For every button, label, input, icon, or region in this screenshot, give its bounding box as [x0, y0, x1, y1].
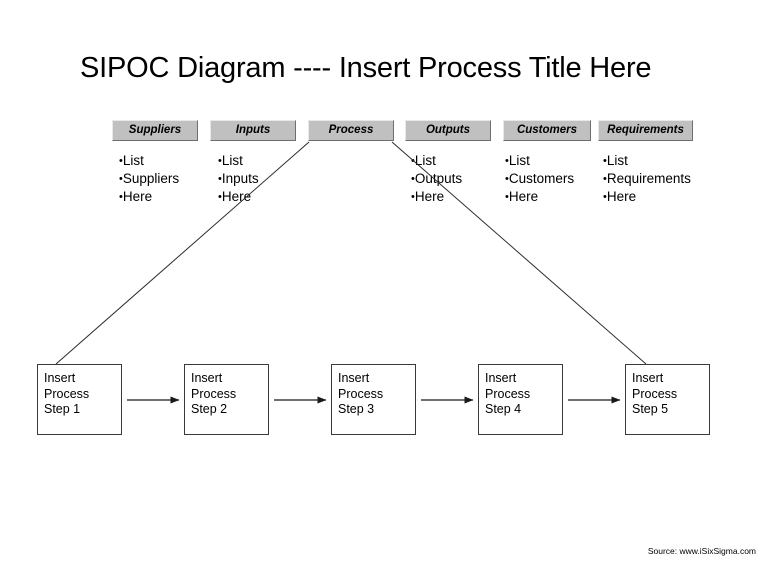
bullet-item-label: Here	[508, 189, 539, 204]
column-header-label: Suppliers	[128, 123, 182, 136]
process-step-box[interactable]: Insert Process Step 5	[625, 364, 710, 435]
process-step-label: Insert Process Step 2	[191, 371, 237, 416]
column-header-suppliers[interactable]: Suppliers	[112, 120, 198, 141]
column-list-requirements[interactable]: •List•Requirements•Here	[603, 152, 691, 206]
process-step-label: Insert Process Step 5	[632, 371, 678, 416]
bullet-item-label: List	[606, 153, 628, 168]
column-header-requirements[interactable]: Requirements	[598, 120, 693, 141]
bullet-item: •Outputs	[411, 170, 506, 188]
bullet-item-label: Here	[414, 189, 445, 204]
bullet-item: •List	[119, 152, 214, 170]
bullet-item: •List	[603, 152, 679, 170]
column-header-outputs[interactable]: Outputs	[405, 120, 491, 141]
bullet-item: •Customers	[505, 170, 600, 188]
column-list-outputs[interactable]: •List•Outputs•Here	[411, 152, 506, 206]
bullet-item: •List	[411, 152, 506, 170]
column-header-inputs[interactable]: Inputs	[210, 120, 296, 141]
bullet-item: •Here	[119, 188, 214, 206]
bullet-item-label: List	[414, 153, 436, 168]
process-step-label: Insert Process Step 3	[338, 371, 384, 416]
bullet-item: •Here	[218, 188, 313, 206]
bullet-item-label: Inputs	[221, 171, 259, 186]
process-step-box[interactable]: Insert Process Step 3	[331, 364, 416, 435]
bullet-item-label: Requirements	[606, 171, 691, 186]
column-header-label: Requirements	[607, 123, 684, 136]
bullet-item-label: List	[221, 153, 243, 168]
bullet-item-label: Outputs	[414, 171, 463, 186]
page-title: SIPOC Diagram ---- Insert Process Title …	[80, 52, 652, 84]
column-header-label: Inputs	[235, 123, 271, 136]
bullet-item: •List	[505, 152, 600, 170]
bullet-item-label: Here	[221, 189, 252, 204]
bullet-item-label: Suppliers	[122, 171, 180, 186]
bullet-item-label: Customers	[508, 171, 575, 186]
process-step-box[interactable]: Insert Process Step 2	[184, 364, 269, 435]
process-step-label: Insert Process Step 4	[485, 371, 531, 416]
bullet-item: •Here	[603, 188, 679, 206]
source-credit: Source: www.iSixSigma.com	[647, 546, 756, 556]
column-header-process[interactable]: Process	[308, 120, 394, 141]
bullet-item: •Inputs	[218, 170, 313, 188]
bullet-item: •Suppliers	[119, 170, 214, 188]
column-header-label: Customers	[516, 123, 578, 136]
column-list-inputs[interactable]: •List•Inputs•Here	[218, 152, 313, 206]
bullet-item: •Here	[411, 188, 506, 206]
column-header-label: Process	[328, 123, 374, 136]
bullet-item-label: List	[508, 153, 530, 168]
column-list-suppliers[interactable]: •List•Suppliers•Here	[119, 152, 214, 206]
column-list-customers[interactable]: •List•Customers•Here	[505, 152, 600, 206]
bullet-item: •Requirements	[603, 170, 691, 188]
column-header-label: Outputs	[425, 123, 471, 136]
bullet-item-label: Here	[122, 189, 153, 204]
bullet-item: •List	[218, 152, 313, 170]
process-step-box[interactable]: Insert Process Step 1	[37, 364, 122, 435]
bullet-item: •Here	[505, 188, 600, 206]
process-step-label: Insert Process Step 1	[44, 371, 90, 416]
bullet-item-label: Here	[606, 189, 637, 204]
process-step-box[interactable]: Insert Process Step 4	[478, 364, 563, 435]
bullet-item-label: List	[122, 153, 144, 168]
column-header-customers[interactable]: Customers	[503, 120, 591, 141]
